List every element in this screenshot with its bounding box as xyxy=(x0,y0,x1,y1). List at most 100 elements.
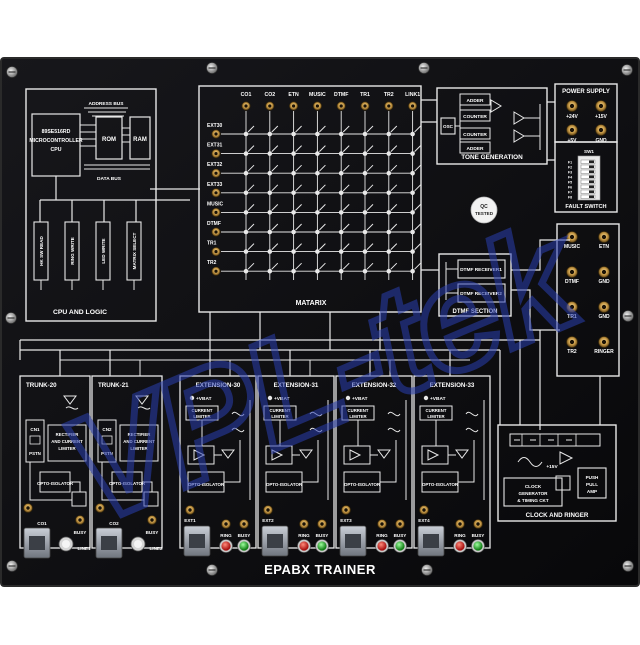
fault-border xyxy=(554,141,618,213)
extension-jack[interactable] xyxy=(341,505,351,515)
dip-switch-toggle[interactable] xyxy=(580,169,596,174)
side-terminal-jack[interactable] xyxy=(566,336,578,348)
fault-title: FAULT SWITCH xyxy=(565,204,606,210)
amp-label-1: PUSH xyxy=(586,475,599,480)
extension-limiter-line: CURRENT xyxy=(269,408,290,413)
side-terminal-jack[interactable] xyxy=(598,266,610,278)
matrix-column-jack[interactable] xyxy=(408,101,418,111)
power-terminal-jack[interactable] xyxy=(595,124,607,136)
extension-phone-socket[interactable] xyxy=(417,525,445,557)
extension-phone-socket[interactable] xyxy=(183,525,211,557)
extension-jack[interactable] xyxy=(419,505,429,515)
trunk-busy-jack[interactable] xyxy=(75,515,85,525)
matrix-column-jack[interactable] xyxy=(241,101,251,111)
side-terminal-label: GND xyxy=(598,314,610,320)
extension-jack[interactable] xyxy=(185,505,195,515)
extension-busy-jack[interactable] xyxy=(395,519,405,529)
extension-phone-socket[interactable] xyxy=(261,525,289,557)
dip-switch-toggle[interactable] xyxy=(580,174,596,179)
matrix-row-jack[interactable] xyxy=(211,149,221,159)
rom-label: ROM xyxy=(102,137,116,143)
matrix-column-jack[interactable] xyxy=(336,101,346,111)
dip-switch-toggle[interactable] xyxy=(580,184,596,189)
extension-busy-label: BUSY xyxy=(394,533,407,538)
cpu-section-border xyxy=(25,88,157,322)
matrix-row-jack[interactable] xyxy=(211,168,221,178)
trunk-line-socket[interactable] xyxy=(23,527,51,559)
power-terminal-jack[interactable] xyxy=(566,100,578,112)
extension-ring-jack[interactable] xyxy=(299,519,309,529)
side-terminal-label: TR1 xyxy=(567,314,577,320)
extension-busy-jack[interactable] xyxy=(239,519,249,529)
crosspoint-dot xyxy=(267,210,273,215)
trunk-pstn-label: PSTN xyxy=(29,451,41,456)
matrix-column-jack[interactable] xyxy=(360,101,370,111)
matrix-column-jack[interactable] xyxy=(289,101,299,111)
side-terminal-jack[interactable] xyxy=(566,231,578,243)
side-terminal-jack[interactable] xyxy=(598,336,610,348)
trunk-opto-label: OPTO-ISOLATOR xyxy=(37,481,74,486)
matrix-column-jack[interactable] xyxy=(265,101,275,111)
trunk-co-jack[interactable] xyxy=(23,503,33,513)
matrix-row-jack[interactable] xyxy=(211,207,221,217)
matrix-column-jack[interactable] xyxy=(384,101,394,111)
extension-modules: EXTENSION-30+VBATCURRENTLIMITEROPTO-ISOL… xyxy=(179,375,491,557)
matrix-column-label: ETN xyxy=(288,92,299,98)
extension-phone-socket[interactable] xyxy=(339,525,367,557)
dip-switch-toggle[interactable] xyxy=(580,159,596,164)
matrix-row-jack[interactable] xyxy=(211,129,221,139)
crosspoint-dot xyxy=(362,190,368,196)
crosspoint-dot xyxy=(243,210,249,215)
matrix-column-jack[interactable] xyxy=(312,101,322,111)
trunk-line-knob[interactable] xyxy=(130,536,146,552)
extension-ring-jack[interactable] xyxy=(221,519,231,529)
matrix-row-jack[interactable] xyxy=(211,227,221,237)
mcu-label-1: 89SE516RD xyxy=(42,129,71,135)
power-terminal-jack[interactable] xyxy=(566,124,578,136)
matrix-border xyxy=(198,85,422,313)
dip-switch-toggle[interactable] xyxy=(580,164,596,169)
crosspoint-dot xyxy=(338,268,344,274)
trunk-rectifier-label-line: RECTIFIER xyxy=(128,432,152,437)
trunk-line-knob[interactable] xyxy=(58,536,74,552)
side-terminal-jack[interactable] xyxy=(566,301,578,313)
cpu-io-label: RING WRITE xyxy=(70,237,75,265)
crosspoint-dot xyxy=(362,151,368,156)
screw xyxy=(6,560,18,572)
extension-busy-jack[interactable] xyxy=(473,519,483,529)
extension-title: EXTENSION-33 xyxy=(430,382,475,389)
trunk-busy-jack[interactable] xyxy=(147,515,157,525)
trunk-line-socket[interactable] xyxy=(95,527,123,559)
ring-led xyxy=(297,539,311,553)
extension-ring-label: RING xyxy=(376,533,388,538)
ring-led xyxy=(453,539,467,553)
crosspoint-dot xyxy=(315,170,320,176)
side-terminal-jack[interactable] xyxy=(598,231,610,243)
dtmf-receiver-2-label: DTMF RECEIVER2 xyxy=(460,291,502,297)
screw xyxy=(621,64,633,76)
matrix-row-jack[interactable] xyxy=(211,188,221,198)
extension-busy-jack[interactable] xyxy=(317,519,327,529)
extension-jack[interactable] xyxy=(263,505,273,515)
matrix-row-jack[interactable] xyxy=(211,247,221,257)
dip-switch-toggle[interactable] xyxy=(580,189,596,194)
crosspoint-dot xyxy=(338,249,344,254)
crosspoint-dot xyxy=(291,190,296,196)
dip-switch-toggle[interactable] xyxy=(580,179,596,184)
extension-title: EXTENSION-32 xyxy=(352,382,397,389)
matrix-row-jack[interactable] xyxy=(211,266,221,276)
crosspoint-dot xyxy=(386,210,392,215)
crosspoint-dot xyxy=(315,210,320,215)
side-terminal-jack[interactable] xyxy=(566,266,578,278)
trunk-co-jack[interactable] xyxy=(95,503,105,513)
extension-opto-label: OPTO-ISOLATOR xyxy=(344,482,381,487)
dip-switch-toggle[interactable] xyxy=(580,194,596,199)
extension-ring-jack[interactable] xyxy=(377,519,387,529)
busy-led xyxy=(471,539,485,553)
power-terminal-jack[interactable] xyxy=(595,100,607,112)
extension-ring-jack[interactable] xyxy=(455,519,465,529)
side-terminal-jack[interactable] xyxy=(598,301,610,313)
tone-block-label: ADDER xyxy=(466,146,484,152)
